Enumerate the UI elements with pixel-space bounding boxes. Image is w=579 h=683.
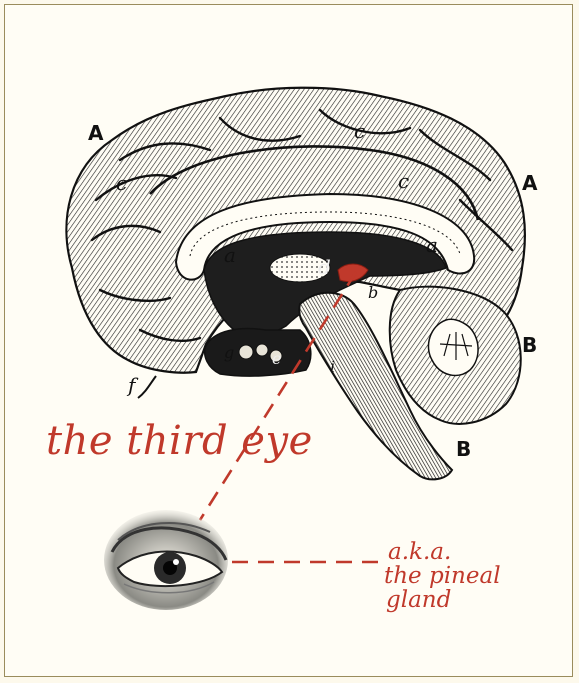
label-e: e <box>272 349 281 368</box>
label-c-mid: c <box>398 169 409 193</box>
label-B-mid: B <box>522 333 537 357</box>
label-A-right: A <box>522 171 538 195</box>
aka-caption: a.k.a. the pineal gland <box>388 540 501 612</box>
label-A-top: A <box>88 121 104 145</box>
label-d: d <box>318 255 331 279</box>
label-g: g <box>224 343 234 362</box>
label-a-right: a <box>426 233 438 257</box>
third-eye-title: the third eye <box>46 418 313 464</box>
label-b: b <box>368 283 378 302</box>
aka-line-2: the pineal <box>384 564 501 588</box>
aka-line-3: gland <box>386 588 501 612</box>
label-c-top: c <box>354 119 365 143</box>
label-B-bottom: B <box>456 437 471 461</box>
label-f: f <box>126 373 139 397</box>
label-c-left: c <box>116 171 127 195</box>
label-a-left: a <box>224 243 236 267</box>
leader-f <box>138 376 156 398</box>
aka-line-1: a.k.a. <box>388 540 501 564</box>
label-i: i <box>330 357 335 376</box>
eye-illustration <box>104 510 228 610</box>
